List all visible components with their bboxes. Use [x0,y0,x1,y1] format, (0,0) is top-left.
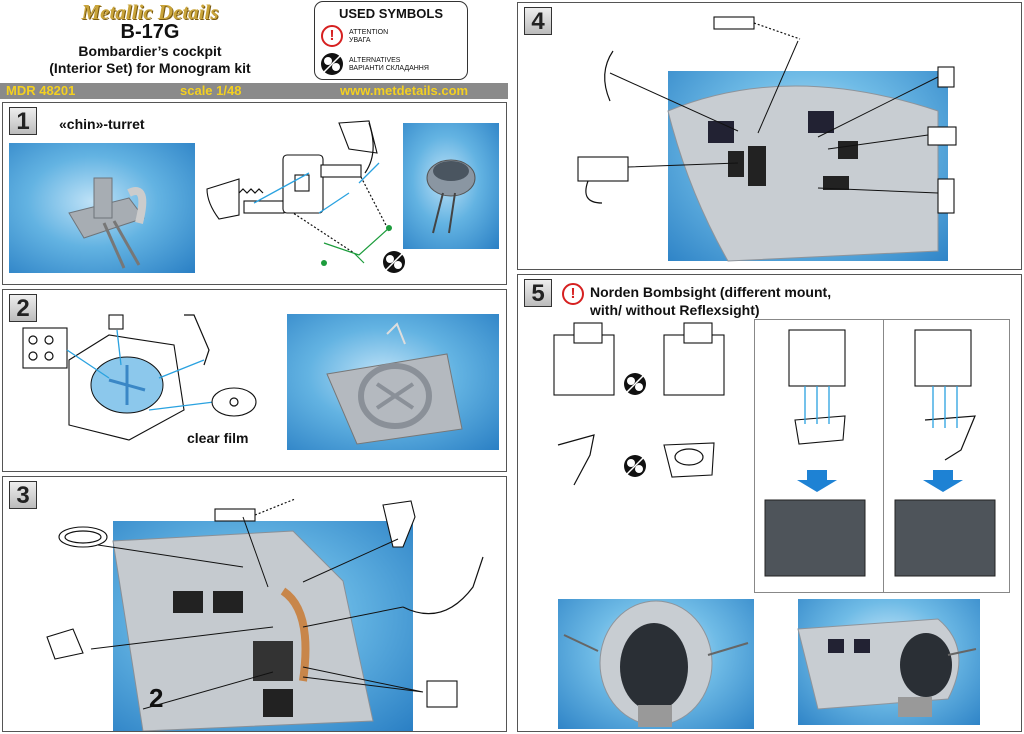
step-number: 4 [524,7,552,35]
variant-divider [883,320,884,592]
used-symbols-box: USED SYMBOLS ! ATTENTION УВАГА ALTERNATI… [314,1,468,80]
step-3-callout: 2 [149,683,164,713]
alternatives-icon [624,373,646,395]
step-title-line1: Norden Bombsight (different mount, [590,284,832,300]
attention-label-en: ATTENTION [349,29,389,36]
nose-front-photo [558,599,754,729]
attention-icon: ! [562,283,584,305]
mount-plate-photo [287,314,499,450]
turret-photo [9,143,195,273]
website-link[interactable]: www.metdetails.com [340,83,469,98]
header: Metallic Details B-17G Bombardier’s cock… [0,0,508,99]
turret-detail-illustration [426,159,476,234]
turret-photo-illustration [68,177,147,269]
alternatives-icon [624,455,646,477]
step-4-panel: 4 [517,2,1022,270]
nose-front-illustration [563,600,749,727]
clear-film-label: clear film [187,430,249,446]
mount-variants-box [754,319,1010,593]
bombsight-variants-diagram [553,322,725,486]
nose-interior-callouts [46,498,484,710]
mount-variants-diagram [764,329,996,577]
step-number: 5 [524,279,552,307]
alternatives-icon [383,251,405,273]
step-number: 3 [9,481,37,509]
used-symbols-title: USED SYMBOLS [338,6,443,21]
step-5-panel: 5 ! Norden Bombsight (different mount, w… [517,274,1022,732]
nose-side-photo [797,599,980,725]
step-1-panel: 1 «chin»-turret [2,102,507,285]
step-number: 2 [9,294,37,322]
fuselage-callouts [577,16,957,214]
sku-label: MDR 48201 [6,83,76,98]
alternatives-label-en: ALTERNATIVES [349,57,401,64]
step-title: «chin»-turret [59,116,145,132]
alternatives-label-ua: ВАРІАНТИ СКЛАДАННЯ [349,65,429,72]
turret-detail-photo [403,123,499,249]
step-3-panel: 3 2 [2,476,507,732]
model-title: B-17G [120,21,180,43]
attention-label-ua: УВАГА [349,37,371,44]
attention-icon: ! [321,25,343,47]
alternatives-icon [321,53,343,75]
subtitle-line2: (Interior Set) for Monogram kit [49,60,251,76]
step-2-panel: 2 clear film [2,289,507,472]
info-bar: MDR 48201 scale 1/48 www.metdetails.com [0,83,508,99]
fuselage-photo [667,71,948,262]
mount-plate-illustration [326,322,463,445]
brand-logo: Metallic Details [81,0,219,24]
turret-exploded-diagram [206,120,392,266]
step-title-line2: with/ without Reflexsight) [590,302,760,318]
subtitle-line1: Bombardier’s cockpit [78,43,222,59]
scale-label: scale 1/48 [180,83,242,98]
mount-plate-diagram [22,314,257,441]
nose-side-illustration [797,618,977,717]
step-number: 1 [9,107,37,135]
